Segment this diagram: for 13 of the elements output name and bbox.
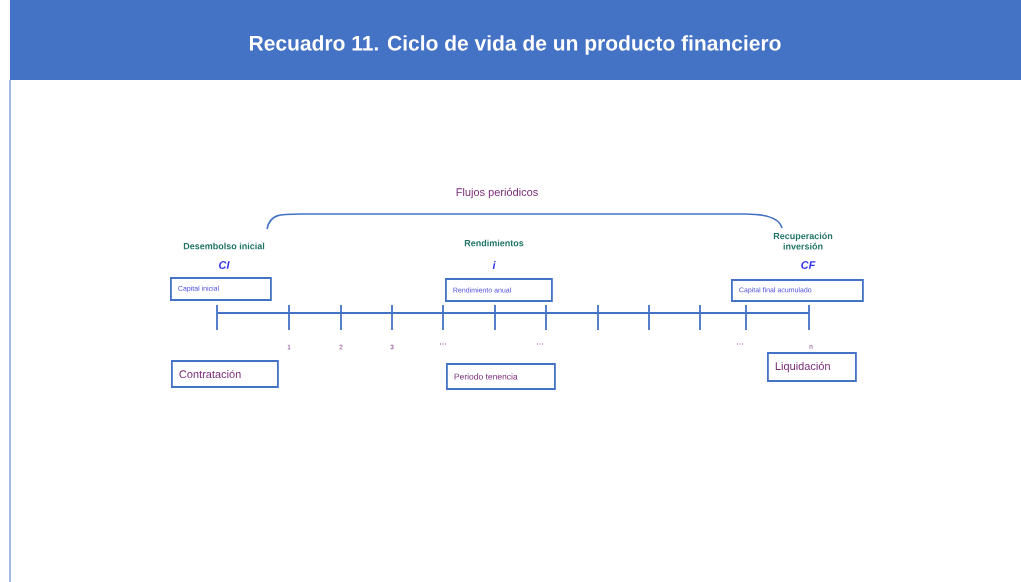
stage-box: Periodo tenencia	[446, 363, 556, 390]
heading: Desembolso inicial	[183, 242, 265, 250]
title-banner: Recuadro 11. Ciclo de vida de un producto financiero	[10, 0, 1021, 80]
stage-box: Liquidación	[767, 352, 857, 382]
stage-box: Contratación	[171, 360, 279, 388]
tick-label: ...	[537, 343, 543, 345]
heading: Rendimientos	[464, 239, 524, 247]
tick-label: ...	[440, 343, 446, 345]
symbol: i	[492, 261, 496, 269]
heading: Recuperación inversión	[773, 232, 833, 250]
brace-label: Flujos periódicos	[456, 187, 538, 199]
tick-label: ...	[737, 343, 743, 345]
symbol: CF	[801, 261, 816, 269]
